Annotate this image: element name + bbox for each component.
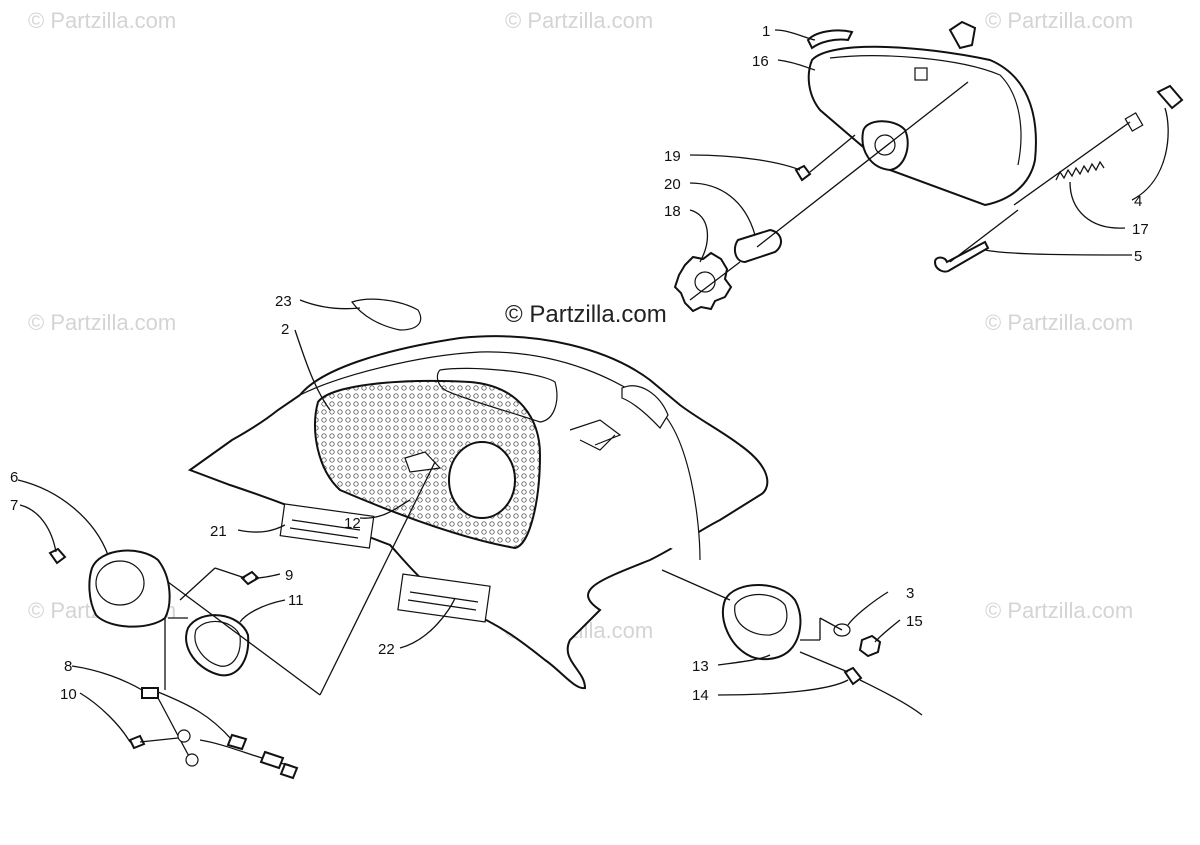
gauge-housing-face xyxy=(734,593,788,636)
bulb-10 xyxy=(128,734,146,750)
adjuster-plate xyxy=(1124,112,1144,132)
speedometer-assembly xyxy=(48,461,436,780)
assembly-axis-line xyxy=(799,651,849,673)
screw-19 xyxy=(794,164,812,182)
adjuster-clip-4 xyxy=(1156,84,1184,110)
callout-14: 14 xyxy=(692,687,709,704)
cable-wire xyxy=(859,679,923,716)
gauge-opening xyxy=(448,441,516,519)
callout-labels: 1 16 19 20 18 4 17 5 23 2 12 21 22 6 7 9… xyxy=(10,23,1149,704)
assembly-axis-line xyxy=(809,134,856,173)
center-watermark: © Partzilla.com xyxy=(505,301,667,328)
callout-19: 19 xyxy=(664,148,681,165)
assembly-axis-line xyxy=(319,461,436,696)
watermark-text: © Partzilla.com xyxy=(505,8,653,33)
callout-9: 9 xyxy=(285,567,293,584)
callout-13: 13 xyxy=(692,658,709,675)
callout-20: 20 xyxy=(664,176,681,193)
callout-11: 11 xyxy=(288,592,304,609)
callout-4: 4 xyxy=(1134,193,1142,210)
decal-text-line xyxy=(291,519,361,531)
harness-socket xyxy=(177,729,191,743)
assembly-axis-line xyxy=(1013,121,1131,206)
callout-22: 22 xyxy=(378,641,395,658)
cable-14 xyxy=(843,666,863,686)
adjuster-screw-5 xyxy=(933,240,990,273)
callout-7: 7 xyxy=(10,497,18,514)
harness-connector xyxy=(259,750,285,770)
callout-17: 17 xyxy=(1132,221,1149,238)
callout-2: 2 xyxy=(281,321,289,338)
screw-7 xyxy=(48,547,67,565)
leader-lines xyxy=(17,29,1169,743)
hood-assembly xyxy=(187,298,769,690)
assembly-axis-line xyxy=(949,209,1019,263)
harness-connector xyxy=(279,762,299,780)
assembly-axis-line xyxy=(139,737,179,743)
bracket-16 xyxy=(948,20,977,50)
callout-15: 15 xyxy=(906,613,923,630)
warning-decal-22 xyxy=(397,573,491,623)
assembly-axis-line xyxy=(756,81,969,248)
watermark-text: © Partzilla.com xyxy=(28,8,176,33)
nut-15 xyxy=(858,634,882,658)
callout-10: 10 xyxy=(60,686,77,703)
decal-text-line xyxy=(409,591,479,603)
assembly-axis-line xyxy=(214,567,246,579)
wire-harness-8 xyxy=(141,687,159,699)
decal-text-line xyxy=(289,527,359,539)
tachometer-assembly xyxy=(661,569,923,716)
headlight-lens-rim xyxy=(829,55,1022,166)
gauge-bezel-inner xyxy=(194,620,241,667)
assembly-axis-line xyxy=(661,569,731,601)
decal-text-line xyxy=(407,599,477,611)
assembly-axis-line xyxy=(689,261,741,301)
assembly-axis-line xyxy=(819,617,843,631)
callout-5: 5 xyxy=(1134,248,1142,265)
harness-connector xyxy=(226,733,248,751)
hood-stitch-detail xyxy=(569,419,622,451)
spring-17 xyxy=(1055,160,1105,181)
callout-21: 21 xyxy=(210,523,227,540)
callout-16: 16 xyxy=(752,53,769,70)
clip-1 xyxy=(806,29,854,50)
callout-8: 8 xyxy=(64,658,72,675)
assembly-axis-line xyxy=(179,567,216,601)
callout-12: 12 xyxy=(344,515,361,532)
watermark-text: © Partzilla.com xyxy=(985,8,1133,33)
bracket-tab xyxy=(914,67,928,81)
brand-emblem-23 xyxy=(351,298,422,331)
harness-socket xyxy=(185,753,199,767)
callout-23: 23 xyxy=(275,293,292,310)
watermark-text: © Partzilla.com xyxy=(985,598,1133,623)
headlight-assembly xyxy=(673,20,1184,313)
callout-6: 6 xyxy=(10,469,18,486)
callout-1: 1 xyxy=(762,23,770,40)
retainer-ring-hole xyxy=(694,271,716,293)
callout-3: 3 xyxy=(906,585,914,602)
assembly-axis-line xyxy=(167,581,321,696)
callout-18: 18 xyxy=(664,203,681,220)
brand-badge xyxy=(404,451,442,473)
watermark-text: © Partzilla.com xyxy=(28,310,176,335)
watermark-text: © Partzilla.com xyxy=(985,310,1133,335)
speedometer-face xyxy=(95,560,145,606)
hood-grille xyxy=(621,385,669,429)
